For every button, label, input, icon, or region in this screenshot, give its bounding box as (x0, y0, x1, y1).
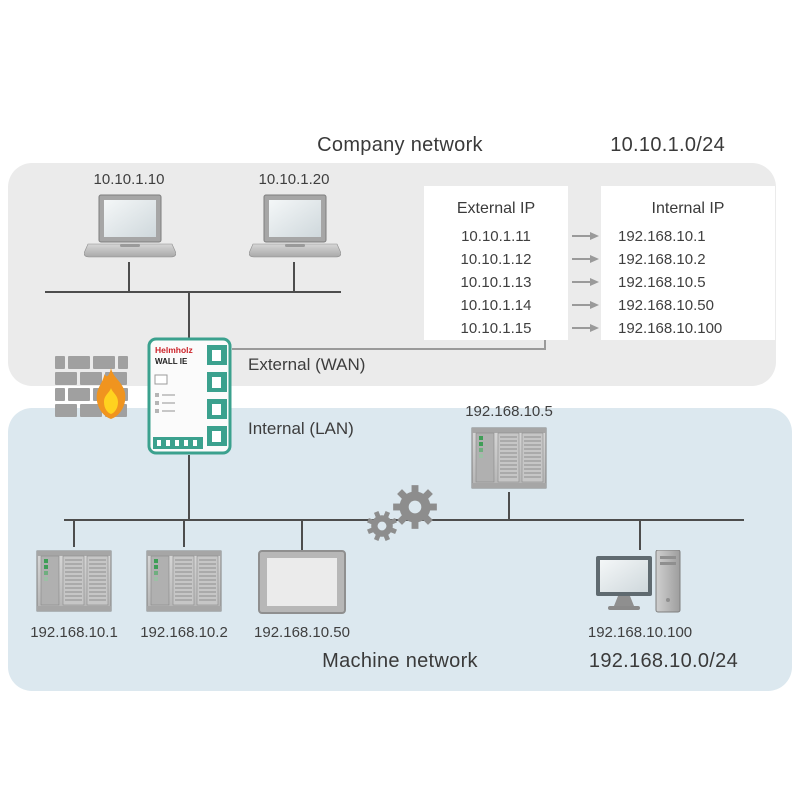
hmi-ip-label: 192.168.10.50 (254, 624, 350, 641)
mapping-arrow-icon (572, 277, 599, 286)
lan-port-icon (207, 399, 227, 419)
plc-top-drop-line (508, 492, 510, 519)
lan-port-icon (207, 372, 227, 392)
nat-internal-row: 192.168.10.100 (618, 320, 723, 337)
terminal-block-icon (153, 437, 203, 449)
hmi-panel-icon (258, 550, 346, 614)
hmi-drop-line (301, 521, 303, 550)
laptop2-ip-label: 10.10.1.20 (258, 171, 330, 188)
nat-internal-row: 192.168.10.50 (618, 297, 714, 314)
nat-external-header: External IP (456, 200, 536, 217)
company-bus-line (45, 291, 341, 293)
plc1-drop-line (73, 521, 75, 547)
machine-network-zone (8, 408, 792, 691)
plc2-ip-label: 192.168.10.2 (140, 624, 228, 641)
nat-internal-row: 192.168.10.5 (618, 274, 706, 291)
laptop-icon (249, 194, 341, 262)
nat-external-row: 10.10.1.14 (460, 297, 532, 314)
firewall-wan-drop-line (188, 291, 190, 338)
mapping-arrow-icon (572, 300, 599, 309)
nat-internal-row: 192.168.10.2 (618, 251, 706, 268)
mapping-arrow-icon (572, 254, 599, 263)
plc-icon (146, 547, 222, 615)
nat-external-row: 10.10.1.13 (460, 274, 532, 291)
company-subnet-label: 10.10.1.0/24 (610, 134, 725, 156)
pc-ip-label: 192.168.10.100 (587, 624, 693, 641)
nat-internal-table: Internal IP 192.168.10.1 192.168.10.2 19… (601, 186, 775, 340)
firewall-lan-drop-line (188, 455, 190, 519)
internal-lan-label: Internal (LAN) (248, 419, 354, 438)
nat-external-row: 10.10.1.15 (460, 320, 532, 337)
lan-port-icon (207, 426, 227, 446)
status-led-icon (155, 393, 175, 413)
pc-icon (596, 550, 684, 620)
firewall-brand-label: Helmholz (155, 345, 193, 355)
plc-icon (471, 424, 547, 492)
company-network-title: Company network (317, 134, 483, 156)
plc2-drop-line (183, 521, 185, 547)
gears-icon (362, 485, 437, 546)
plc-icon (36, 547, 112, 615)
nat-external-row: 10.10.1.11 (461, 228, 531, 245)
plc-top-ip-label: 192.168.10.5 (465, 403, 553, 420)
machine-subnet-label: 192.168.10.0/24 (588, 650, 738, 672)
dip-switch-icon (154, 374, 168, 385)
laptop-icon (84, 194, 176, 262)
nat-internal-header: Internal IP (651, 200, 725, 217)
nat-external-table: External IP 10.10.1.11 10.10.1.12 10.10.… (424, 186, 568, 340)
firewall-model-label: WALL IE (155, 357, 188, 366)
nat-connector-vertical-line (544, 340, 546, 350)
flame-icon (96, 368, 126, 419)
mapping-arrow-icon (572, 323, 599, 332)
laptop1-drop-line (128, 262, 130, 292)
laptop2-drop-line (293, 262, 295, 292)
external-wan-label: External (WAN) (248, 355, 366, 374)
machine-network-title: Machine network (322, 650, 478, 672)
wan-port-icon (207, 345, 227, 365)
nat-external-row: 10.10.1.12 (460, 251, 532, 268)
plc1-ip-label: 192.168.10.1 (30, 624, 118, 641)
nat-connector-horizontal-line (232, 348, 546, 350)
mapping-arrow-icon (572, 231, 599, 240)
nat-internal-row: 192.168.10.1 (618, 228, 706, 245)
firewall-device: Helmholz WALL IE (147, 337, 232, 455)
pc-drop-line (639, 521, 641, 550)
laptop1-ip-label: 10.10.1.10 (93, 171, 165, 188)
